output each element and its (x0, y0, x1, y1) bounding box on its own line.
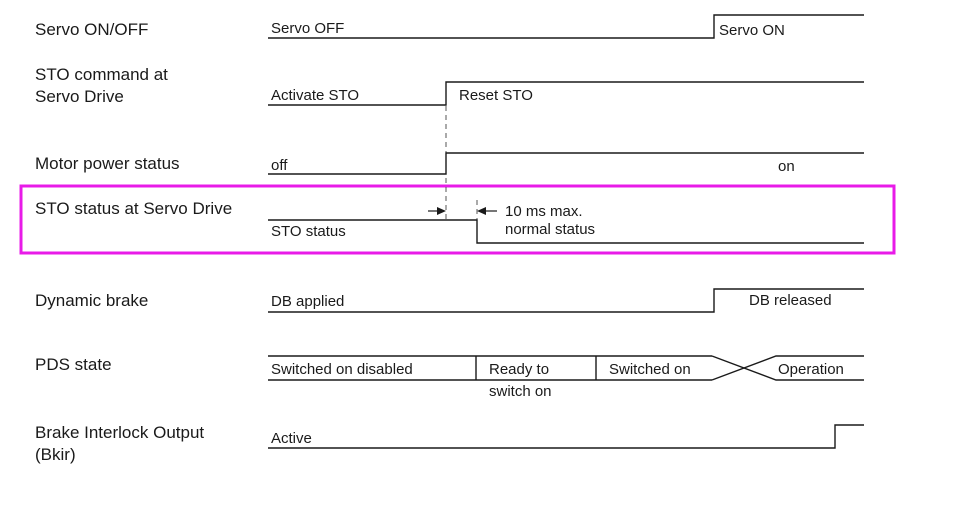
delay-arrow-right-head (477, 207, 486, 215)
brake-interlock-active-text: Active (271, 430, 312, 447)
motor-power-label: Motor power status (35, 154, 180, 173)
dynamic-brake-label: Dynamic brake (35, 291, 148, 310)
servo-signal-line (268, 14, 864, 39)
motor-power-signal-line (268, 152, 864, 175)
pds-state-ready-to: Ready to (489, 361, 549, 378)
sto-command-signal-line (268, 81, 864, 106)
servo-row: Servo ON/OFF Servo OFF Servo ON (35, 14, 864, 39)
motor-power-on-text: on (778, 158, 795, 175)
brake-interlock-label-line1: Brake Interlock Output (35, 423, 204, 442)
motor-power-off-text: off (271, 157, 288, 174)
pds-state-row: PDS state Switched on disabled Ready to … (35, 355, 864, 400)
sto-status-label: STO status at Servo Drive (35, 199, 232, 218)
dynamic-brake-signal-line (268, 288, 864, 313)
sto-command-label-line2: Servo Drive (35, 87, 124, 106)
delay-max-text: 10 ms max. (505, 203, 583, 220)
sto-reset-text: Reset STO (459, 87, 533, 104)
servo-on-text: Servo ON (719, 22, 785, 39)
sto-status-text: STO status (271, 223, 346, 240)
servo-off-text: Servo OFF (271, 20, 344, 37)
pds-state-switch-on: switch on (489, 383, 552, 400)
normal-status-text: normal status (505, 221, 595, 238)
pds-state-label: PDS state (35, 355, 112, 374)
servo-label: Servo ON/OFF (35, 20, 148, 39)
db-applied-text: DB applied (271, 293, 344, 310)
sto-status-row: STO status at Servo Drive STO status 10 … (35, 199, 864, 244)
brake-interlock-signal-line (268, 424, 864, 449)
sto-status-signal-line (268, 219, 864, 244)
sto-command-row: STO command at Servo Drive Activate STO … (35, 65, 864, 106)
sto-activate-text: Activate STO (271, 87, 359, 104)
brake-interlock-label-line2: (Bkir) (35, 445, 76, 464)
sto-command-label-line1: STO command at (35, 65, 168, 84)
pds-state-switched-on-disabled: Switched on disabled (271, 361, 413, 378)
pds-transition-cross-up (711, 355, 864, 381)
sto-status-highlight-box (19, 184, 896, 255)
pds-state-operation: Operation (778, 361, 844, 378)
brake-interlock-row: Brake Interlock Output (Bkir) Active (35, 423, 864, 464)
delay-arrow-left-head (437, 207, 446, 215)
dynamic-brake-row: Dynamic brake DB applied DB released (35, 288, 864, 313)
db-released-text: DB released (749, 292, 832, 309)
pds-transition-cross-down (711, 355, 864, 381)
motor-power-row: Motor power status off on (35, 152, 864, 175)
pds-state-switched-on: Switched on (609, 361, 691, 378)
